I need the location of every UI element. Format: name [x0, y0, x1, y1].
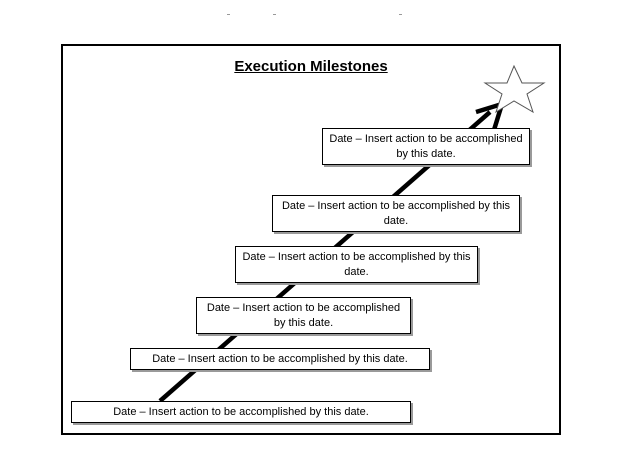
milestone-4-text: Date – Insert action to be accomplished … [242, 250, 471, 278]
milestone-5-text: Date – Insert action to be accomplished … [281, 199, 511, 227]
milestone-3: Date – Insert action to be accomplished … [196, 297, 411, 334]
milestone-2: Date – Insert action to be accomplished … [130, 348, 430, 370]
milestone-4: Date – Insert action to be accomplished … [235, 246, 478, 283]
milestone-1-text: Date – Insert action to be accomplished … [113, 405, 369, 418]
star-icon [483, 64, 546, 114]
faint-marks [225, 14, 405, 20]
milestone-5: Date – Insert action to be accomplished … [272, 195, 520, 232]
milestone-6: Date – Insert action to be accomplished … [322, 128, 530, 165]
milestone-6-text: Date – Insert action to be accomplished … [329, 132, 523, 160]
milestone-3-text: Date – Insert action to be accomplished … [206, 301, 401, 329]
milestone-2-text: Date – Insert action to be accomplished … [152, 352, 408, 365]
milestone-1: Date – Insert action to be accomplished … [71, 401, 411, 423]
diagram-title: Execution Milestones [234, 58, 388, 75]
